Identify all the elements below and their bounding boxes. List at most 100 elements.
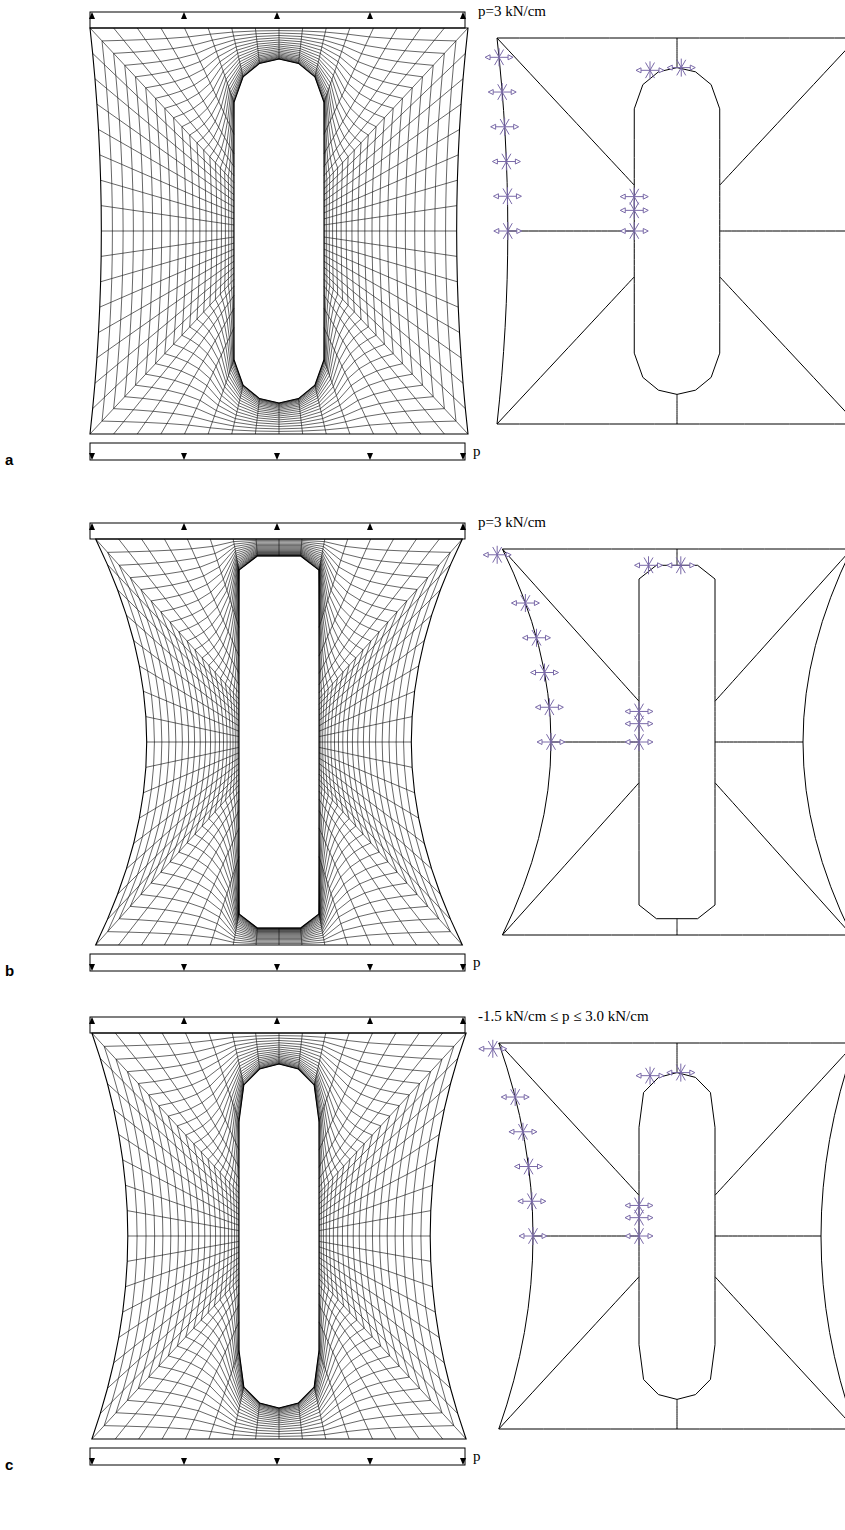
marker-arrowhead xyxy=(648,721,653,726)
marker-arrowhead xyxy=(511,90,516,95)
mesh-ring xyxy=(215,55,342,407)
mesh-radial xyxy=(315,385,326,434)
mesh-radial xyxy=(324,28,468,183)
mesh-radial xyxy=(146,747,239,767)
mesh-radial xyxy=(324,231,457,232)
mesh-radial xyxy=(319,763,424,843)
mesh-radial xyxy=(279,1033,280,1064)
mesh-radial xyxy=(319,615,432,715)
mesh-radial xyxy=(319,1305,396,1439)
mesh-radial xyxy=(210,539,239,627)
mesh-radial xyxy=(319,1211,431,1231)
load-arrows xyxy=(89,523,466,539)
mesh-radial xyxy=(319,691,415,731)
marker-arrowhead xyxy=(519,1234,524,1239)
marker-arrowhead xyxy=(690,1070,695,1075)
outline-view xyxy=(497,38,845,424)
mesh-radial xyxy=(319,1185,432,1225)
mesh-ring xyxy=(239,556,319,928)
plate-outline xyxy=(499,1043,845,1429)
mesh-radial xyxy=(164,539,239,673)
stress-marker xyxy=(535,698,563,716)
marker-arrowhead xyxy=(542,1234,547,1239)
mesh-radial xyxy=(100,155,234,213)
mesh-radial xyxy=(319,1033,443,1187)
mesh-radial xyxy=(319,717,412,737)
mesh-ring xyxy=(231,58,327,403)
marker-arrowhead xyxy=(643,208,648,213)
load-arrowhead xyxy=(181,1458,187,1465)
marker-arrowhead xyxy=(541,1199,546,1204)
fe-mesh xyxy=(90,28,468,434)
mesh-radial xyxy=(319,1109,444,1209)
mesh-ring xyxy=(90,28,468,434)
mesh-radial xyxy=(319,758,419,818)
stress-marker xyxy=(518,1192,546,1210)
load-arrowhead xyxy=(181,964,187,971)
marker-arrowhead xyxy=(488,90,493,95)
block-line xyxy=(497,277,634,424)
mesh-radial xyxy=(319,1058,458,1198)
mesh-radial xyxy=(319,539,325,570)
mesh-radial xyxy=(233,914,239,945)
stress-marker xyxy=(667,556,695,574)
marker-arrowhead xyxy=(506,552,511,557)
mesh-radial xyxy=(279,1408,280,1439)
block-line xyxy=(677,394,678,424)
mesh-radial xyxy=(319,1322,373,1439)
marker-arrowhead xyxy=(625,1234,630,1239)
mesh-radial xyxy=(324,273,465,408)
mesh-radial xyxy=(107,564,239,704)
marker-arrowhead xyxy=(667,65,672,70)
marker-arrowhead xyxy=(479,1046,484,1051)
mesh-ring xyxy=(108,540,451,943)
mesh-radial xyxy=(319,1351,349,1439)
stress-marker xyxy=(494,222,522,240)
mesh-radial xyxy=(210,857,239,945)
marker-arrowhead xyxy=(545,635,550,640)
stress-marker xyxy=(620,222,648,240)
mesh-radial xyxy=(232,1387,244,1439)
mesh-radial xyxy=(119,539,239,693)
marker-arrowhead xyxy=(492,159,497,164)
load-arrowhead xyxy=(367,523,373,530)
mesh-radial xyxy=(319,785,462,945)
mesh-radial xyxy=(233,539,239,570)
panel xyxy=(89,1017,845,1465)
marker-arrowhead xyxy=(636,1073,641,1078)
marker-arrowhead xyxy=(516,194,521,199)
mesh-radial xyxy=(324,249,458,307)
mesh-radial xyxy=(95,267,234,383)
mesh-radial xyxy=(161,28,234,154)
mesh-radial xyxy=(319,791,439,945)
mesh-radial xyxy=(96,539,239,699)
mesh-radial xyxy=(99,130,234,207)
mesh-radial xyxy=(319,1033,419,1179)
block-line xyxy=(715,1277,845,1429)
mesh-radial xyxy=(232,1033,244,1085)
load-box xyxy=(90,523,465,539)
mesh-radial xyxy=(319,774,440,894)
panel xyxy=(89,523,845,971)
mesh-radial xyxy=(319,1285,443,1439)
mesh-radial xyxy=(90,28,234,183)
mesh-ring xyxy=(220,56,337,406)
mesh-radial xyxy=(93,53,234,188)
stress-marker xyxy=(537,733,565,751)
mesh-radial xyxy=(319,539,348,627)
mesh-radial xyxy=(324,308,397,434)
mesh-radial xyxy=(319,1160,435,1220)
mesh-radial xyxy=(299,28,303,63)
stress-marker xyxy=(625,733,653,751)
marker-arrowhead xyxy=(643,194,648,199)
block-line xyxy=(715,1043,845,1195)
mesh-radial xyxy=(114,1109,239,1209)
mesh-radial xyxy=(319,780,451,920)
marker-arrowhead xyxy=(625,1215,630,1220)
mesh-radial xyxy=(319,857,348,945)
mesh-radial xyxy=(101,237,234,256)
plate-outline xyxy=(502,549,845,935)
marker-arrowhead xyxy=(659,1073,664,1078)
mesh-radial xyxy=(301,539,302,556)
